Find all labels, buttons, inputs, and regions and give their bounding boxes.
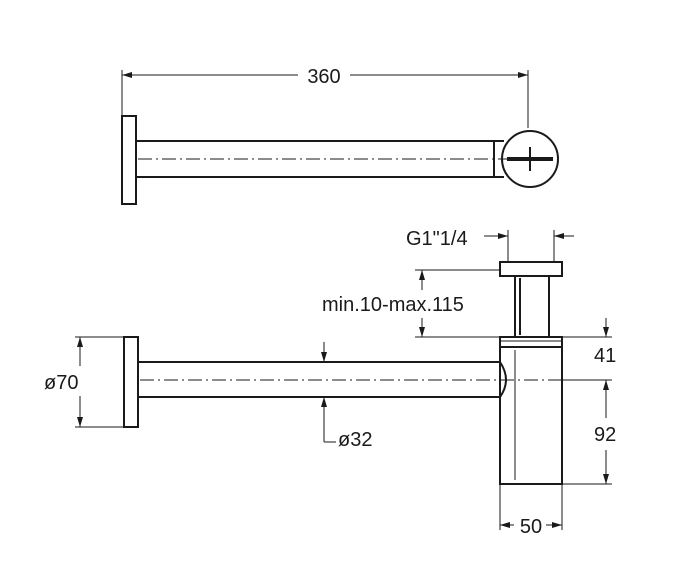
dim-thread-arrow-left — [498, 233, 508, 239]
dim-body-upper-label: 41 — [594, 345, 616, 367]
dim-pipe-diameter-label: ø32 — [338, 429, 372, 451]
dim-92-arrow-top — [603, 380, 609, 390]
dim-50-arrow-right — [552, 522, 562, 528]
dim-flange-diameter-label: ø70 — [44, 372, 78, 394]
dim-adjust-range-label: min.10-max.115 — [322, 294, 464, 316]
dim-92-arrow-bottom — [603, 474, 609, 484]
dim-d70-arrow-bottom — [77, 417, 83, 427]
dim-arrow-right — [518, 72, 528, 78]
dim-arrow-left — [122, 72, 132, 78]
top-body-circle — [501, 130, 559, 188]
front-trap-body — [499, 346, 563, 485]
front-view: ø70 ø32 G1"1/4 min.10-max.115 41 — [44, 228, 616, 538]
dim-body-width-label: 50 — [520, 516, 542, 538]
front-flange — [123, 336, 139, 428]
dim-d32-arrow-bottom — [321, 397, 327, 407]
dim-thread-arrow-right — [554, 233, 564, 239]
dim-50-arrow-left — [500, 522, 510, 528]
dim-d32-arrow-top — [321, 352, 327, 362]
top-view: 360 — [121, 66, 559, 205]
dim-d70-arrow-top — [77, 337, 83, 347]
front-collar — [499, 336, 563, 348]
dim-body-height-label: 92 — [594, 424, 616, 446]
dim-adjust-arrow-bottom — [419, 327, 425, 337]
top-flange — [121, 115, 137, 205]
dim-thread-label: G1"1/4 — [406, 228, 468, 250]
dim-adjust-arrow-top — [419, 270, 425, 280]
front-top-cap — [499, 261, 563, 277]
dim-length-label: 360 — [307, 66, 340, 88]
dim-41-arrow — [603, 327, 609, 337]
